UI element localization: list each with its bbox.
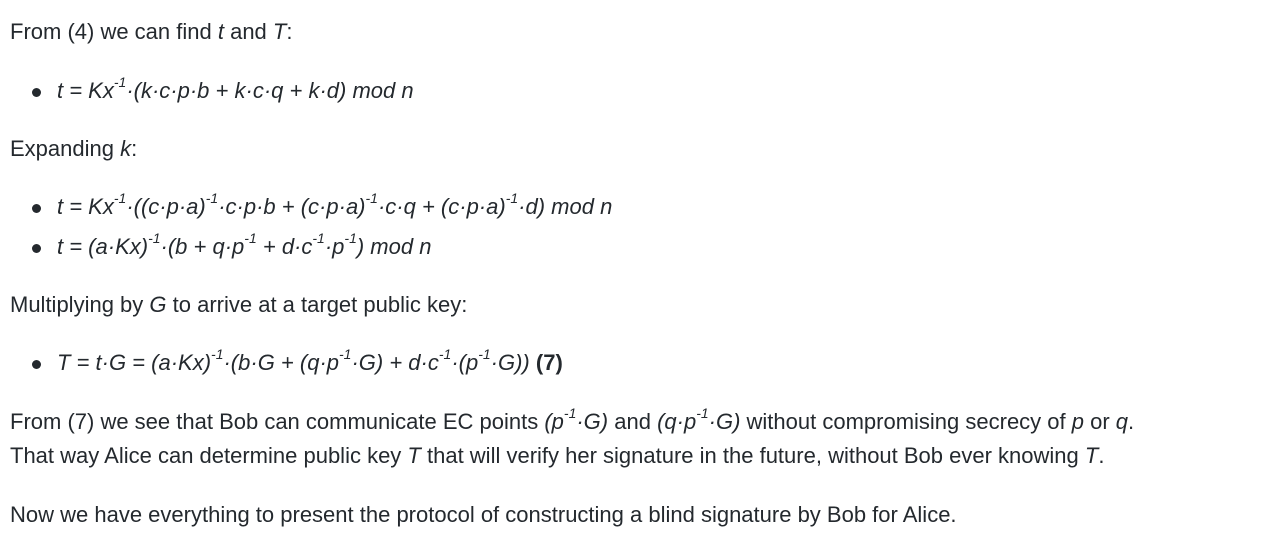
formula-item: t = Kx-1·((c·p·a)-1·c·p·b + (c·p·a)-1·c·…: [10, 190, 612, 230]
text: From (4) we can find: [10, 19, 218, 44]
formula-t: t = Kx-1·(k·c·p·b + k·c·q + k·d) mod n: [57, 75, 414, 103]
formula-part: t = (a·Kx): [57, 234, 149, 259]
text: that will verify her signature in the fu…: [420, 443, 1085, 468]
superscript: -1: [344, 229, 357, 246]
formula-part: ·(b + q·p: [160, 234, 245, 259]
var-T: T: [272, 19, 287, 44]
formula-part: ·(b·G + (q·p: [223, 350, 340, 375]
superscript: -1: [312, 229, 325, 246]
paragraph-conclusion: Now we have everything to present the pr…: [10, 498, 957, 532]
superscript: -1: [148, 229, 161, 246]
var-q: q: [1115, 409, 1129, 434]
formula-t-simplified: t = (a·Kx)-1·(b + q·p-1 + d·c-1·p-1) mod…: [57, 231, 432, 259]
paragraph-from-7: From (7) we see that Bob can communicate…: [10, 405, 1134, 473]
formula-part: ·(p: [451, 350, 479, 375]
superscript: -1: [438, 345, 452, 362]
text: and: [223, 19, 273, 44]
superscript: -1: [478, 345, 491, 362]
formula-part: ·((c·p·a): [126, 194, 206, 219]
formula-list-3: T = t·G = (a·Kx)-1·(b·G + (q·p-1·G) + d·…: [10, 346, 563, 386]
formula-item: T = t·G = (a·Kx)-1·(b·G + (q·p-1·G) + d·…: [10, 346, 563, 386]
formula-part: ·G): [708, 409, 741, 434]
superscript: -1: [244, 229, 257, 246]
paragraph-multiplying-g: Multiplying by G to arrive at a target p…: [10, 288, 467, 322]
paragraph-expanding-k: Expanding k:: [10, 132, 137, 166]
formula-list-1: t = Kx-1·(k·c·p·b + k·c·q + k·d) mod n: [10, 74, 414, 114]
formula-item: t = (a·Kx)-1·(b + q·p-1 + d·c-1·p-1) mod…: [10, 230, 612, 270]
superscript: -1: [113, 73, 127, 90]
math-p-inv-g: (p-1·G): [544, 406, 609, 434]
formula-part: ·c·p·b + (c·p·a): [218, 194, 366, 219]
var-p: p: [1071, 409, 1084, 434]
var-t: t: [217, 19, 224, 44]
text: and: [608, 409, 658, 434]
formula-part: T = t·G = (a·Kx): [57, 350, 212, 375]
formula-T-public-key: T = t·G = (a·Kx)-1·(b·G + (q·p-1·G) + d·…: [57, 347, 530, 375]
text: .: [1098, 443, 1105, 468]
formula-list-2: t = Kx-1·((c·p·a)-1·c·p·b + (c·p·a)-1·c·…: [10, 190, 612, 270]
text: to arrive at a target public key:: [166, 292, 468, 317]
var-k: k: [120, 136, 132, 161]
superscript: -1: [339, 345, 352, 362]
superscript: -1: [696, 404, 709, 421]
paragraph-from-7-line-2: That way Alice can determine public key …: [10, 439, 1134, 473]
text: Multiplying by: [10, 292, 150, 317]
text: Now we have everything to present the pr…: [10, 502, 957, 527]
var-G: G: [149, 292, 167, 317]
math-q-p-inv-g: (q·p-1·G): [657, 406, 741, 434]
superscript: -1: [365, 189, 378, 206]
text: That way Alice can determine public key: [10, 443, 408, 468]
formula-part: t = Kx: [57, 78, 114, 103]
formula-part: + d·c: [256, 234, 313, 259]
text: or: [1084, 409, 1116, 434]
superscript: -1: [505, 189, 519, 206]
formula-part: t = Kx: [57, 194, 114, 219]
equation-label: (7): [535, 350, 563, 375]
text: From (7) we see that Bob can communicate…: [10, 409, 545, 434]
var-T: T: [1084, 443, 1099, 468]
formula-part: ·G) + d·c: [351, 350, 439, 375]
text: Expanding: [10, 136, 121, 161]
text: :: [131, 136, 138, 161]
var-T: T: [407, 443, 421, 468]
text: :: [286, 19, 293, 44]
formula-part: (q·p: [657, 409, 697, 434]
superscript: -1: [205, 189, 219, 206]
superscript: -1: [563, 404, 577, 421]
superscript: -1: [113, 189, 127, 206]
formula-part: ·(k·c·p·b + k·c·q + k·d) mod n: [126, 78, 414, 103]
superscript: -1: [211, 345, 224, 362]
formula-part: ) mod n: [356, 234, 432, 259]
formula-part: ·c·q + (c·p·a): [377, 194, 506, 219]
formula-part: ·G): [576, 409, 609, 434]
formula-part: (p: [544, 409, 564, 434]
formula-part: ·p: [324, 234, 345, 259]
formula-item: t = Kx-1·(k·c·p·b + k·c·q + k·d) mod n: [10, 74, 414, 114]
text: .: [1128, 409, 1135, 434]
formula-t-expanded: t = Kx-1·((c·p·a)-1·c·p·b + (c·p·a)-1·c·…: [57, 191, 613, 219]
formula-part: ·d) mod n: [518, 194, 613, 219]
formula-part: ·G)): [490, 350, 530, 375]
paragraph-from-4: From (4) we can find t and T:: [10, 15, 292, 49]
text: without compromising secrecy of: [740, 409, 1072, 434]
